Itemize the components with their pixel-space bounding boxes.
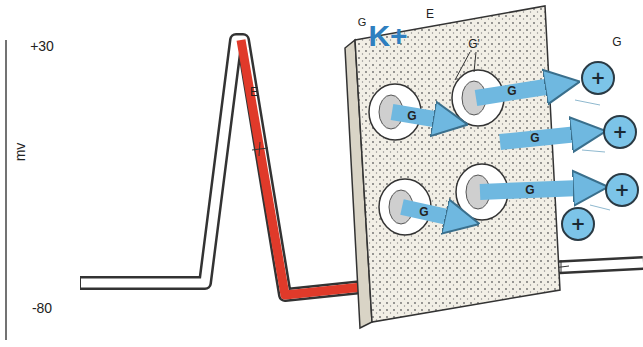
channel-gate bbox=[379, 81, 490, 224]
part-label: E bbox=[426, 8, 434, 20]
part-label: G bbox=[525, 184, 534, 196]
ion-flow-arrow bbox=[392, 86, 580, 218]
part-label: G bbox=[530, 132, 539, 144]
part-label: G bbox=[612, 36, 621, 48]
part-label: G bbox=[507, 85, 516, 97]
part-label: G' bbox=[468, 38, 480, 50]
ion-circle: + bbox=[581, 61, 615, 95]
membrane bbox=[355, 6, 560, 322]
leader-line bbox=[455, 52, 476, 80]
ion-charge: + bbox=[612, 123, 627, 141]
part-label: G bbox=[407, 110, 416, 122]
axis-label: +30 bbox=[30, 39, 54, 53]
ion-circle: + bbox=[605, 173, 639, 207]
axis bbox=[5, 40, 7, 340]
axis-label: mv bbox=[13, 143, 27, 162]
part-label: G bbox=[358, 17, 367, 28]
ion-circle: + bbox=[603, 115, 637, 149]
ion-charge: + bbox=[590, 69, 605, 87]
part-label: E bbox=[250, 86, 258, 98]
ion-charge: + bbox=[570, 215, 585, 233]
part-label: G bbox=[419, 206, 428, 218]
axis-label: -80 bbox=[32, 301, 52, 315]
part-label: K+ bbox=[368, 21, 407, 51]
ion-circle: + bbox=[561, 207, 595, 241]
ion-charge: + bbox=[614, 181, 629, 199]
